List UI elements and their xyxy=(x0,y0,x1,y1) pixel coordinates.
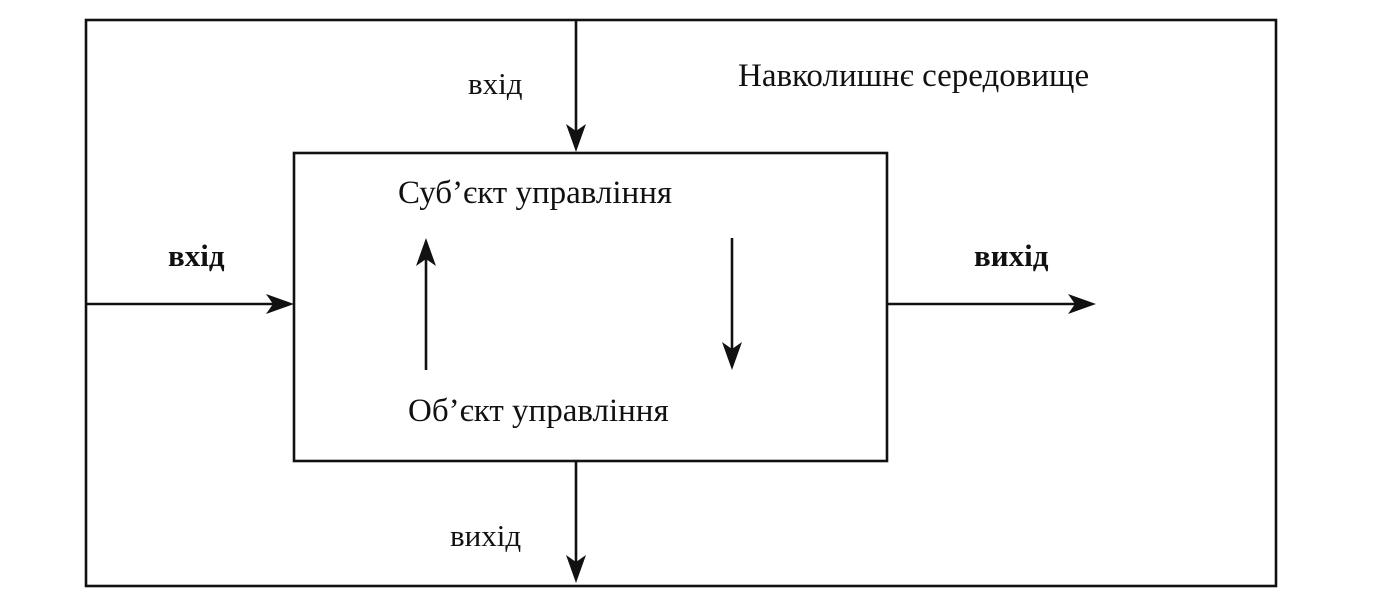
left-input-label: вхід xyxy=(168,238,225,273)
object-label: Об’єкт управління xyxy=(408,393,669,429)
right-output-arrow xyxy=(887,294,1096,314)
bottom-output-label: вихід xyxy=(450,518,521,553)
control-down-arrow xyxy=(722,238,742,370)
control-system-box xyxy=(292,151,889,463)
environment-label: Навколишнє середовище xyxy=(738,58,1089,94)
top-input-label: вхід xyxy=(468,66,523,101)
top-input-arrow xyxy=(566,20,586,152)
feedback-up-arrow xyxy=(416,238,436,370)
bottom-output-arrow xyxy=(566,461,586,583)
right-output-label: вихід xyxy=(974,238,1049,273)
left-input-arrow xyxy=(86,294,294,314)
subject-label: Суб’єкт управління xyxy=(398,175,672,211)
